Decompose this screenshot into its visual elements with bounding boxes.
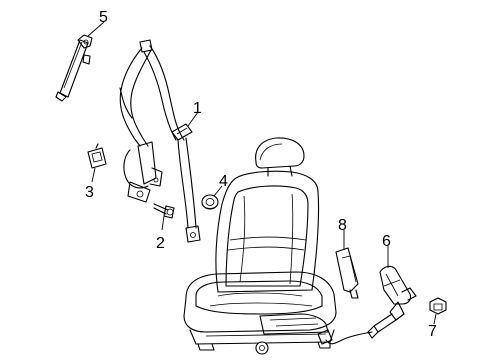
retractor [123, 141, 163, 203]
part-5-anchor-rail [55, 34, 93, 102]
callout-7: 7 [428, 323, 437, 340]
part-7-nut [429, 297, 447, 315]
leader-lines [87, 21, 437, 325]
callout-5: 5 [99, 9, 108, 26]
callout-6: 6 [382, 233, 391, 250]
callout-1: 1 [193, 100, 202, 117]
callout-2: 2 [156, 235, 165, 252]
part-3-clip [87, 143, 107, 169]
callout-4: 4 [219, 173, 228, 190]
seat [183, 137, 337, 355]
part-1-seat-belt [119, 39, 201, 243]
part-8-buckle-sensor [335, 247, 359, 299]
callout-8: 8 [338, 217, 347, 234]
callout-3: 3 [85, 184, 94, 201]
part-2-bolt [153, 203, 175, 219]
part-6-buckle [317, 265, 417, 345]
part-4-grommet [201, 194, 219, 210]
callout-numbers: 5 1 3 4 2 8 6 7 [85, 9, 437, 340]
